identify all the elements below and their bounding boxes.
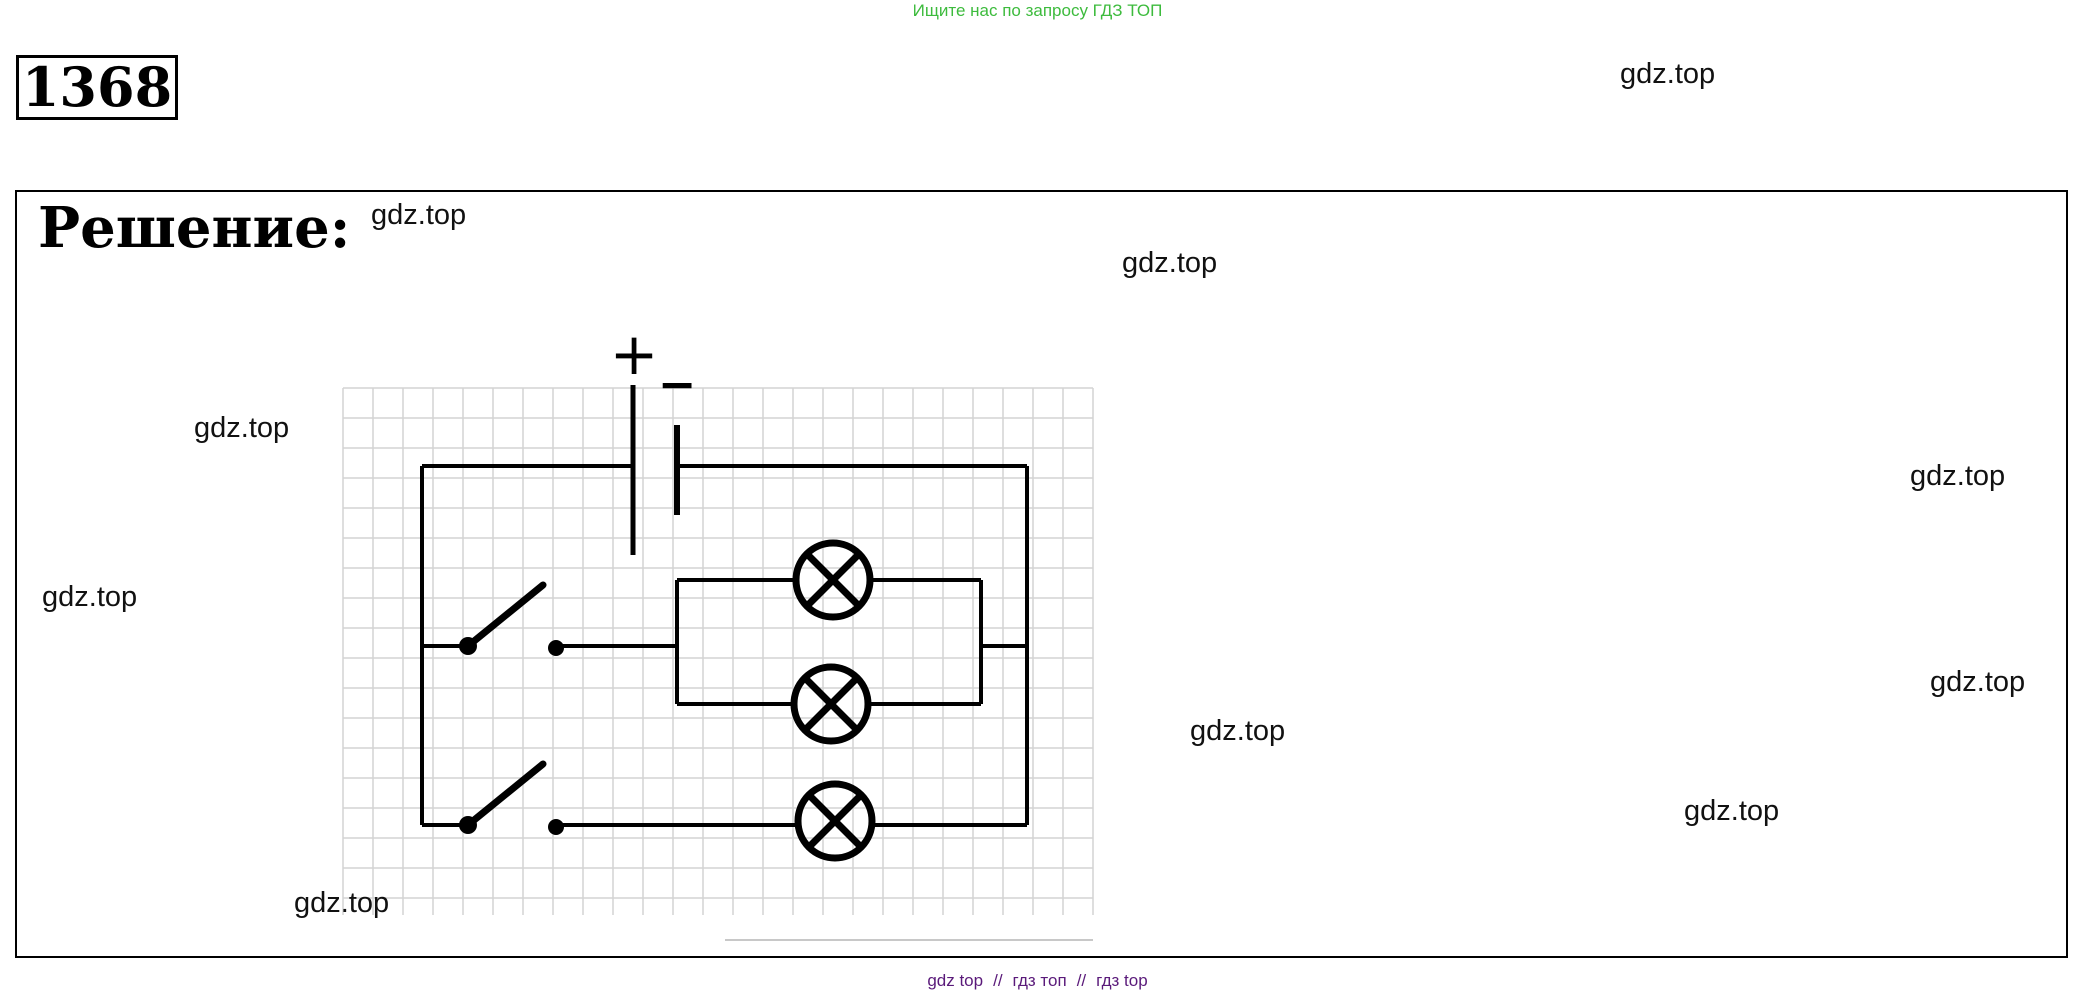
watermark: gdz.top [1122,247,1218,279]
wires [420,464,1029,827]
battery: + − [610,320,697,555]
switch-lower-lever [464,760,547,829]
footer-separator: // [993,971,1003,990]
watermark: gdz.top [1910,460,2006,492]
switch-lower-contact [548,819,564,835]
watermark: gdz.top [42,581,138,613]
watermark: gdz.top [294,887,390,919]
lamp-middle [790,663,872,745]
solution-heading: Решение: [38,195,351,261]
battery-minus-sign: − [658,357,697,411]
footer-link[interactable]: гдз top [1096,971,1148,990]
lamp-upper [792,539,874,621]
lamp-lower-cross-b [806,792,864,850]
watermark: gdz.top [371,199,467,231]
top-banner[interactable]: Ищите нас по запросу ГДЗ ТОП [0,0,2075,22]
switch-upper-contact [548,640,564,656]
watermark: gdz.top [1190,715,1286,747]
task-number: 1368 [21,55,173,119]
switch-lower [459,760,564,835]
lamp-lower [794,780,876,862]
watermark: gdz.top [1620,58,1716,90]
switch-upper-lever [464,581,547,650]
task-number-box: 1368 [16,55,178,120]
banner-text[interactable]: Ищите нас по запросу ГДЗ ТОП [912,1,1163,20]
watermark: gdz.top [1930,666,2026,698]
lamp-upper-bulb [792,539,874,621]
lamp-lower-bulb [794,780,876,862]
lamp-upper-cross-b [804,551,862,609]
battery-plus-sign: + [610,320,659,388]
footer-link[interactable]: гдз топ [1012,971,1067,990]
lamp-middle-cross-b [802,675,860,733]
watermark: gdz.top [1684,795,1780,827]
footer-links: gdz top // гдз топ // гдз top [0,970,2075,992]
switch-upper [459,581,564,656]
footer-separator: // [1076,971,1087,990]
watermark: gdz.top [194,412,290,444]
graph-paper-grid [342,387,1094,941]
solution-frame [15,190,2068,958]
lamp-middle-bulb [790,663,872,745]
footer-link[interactable]: gdz top [927,971,984,990]
